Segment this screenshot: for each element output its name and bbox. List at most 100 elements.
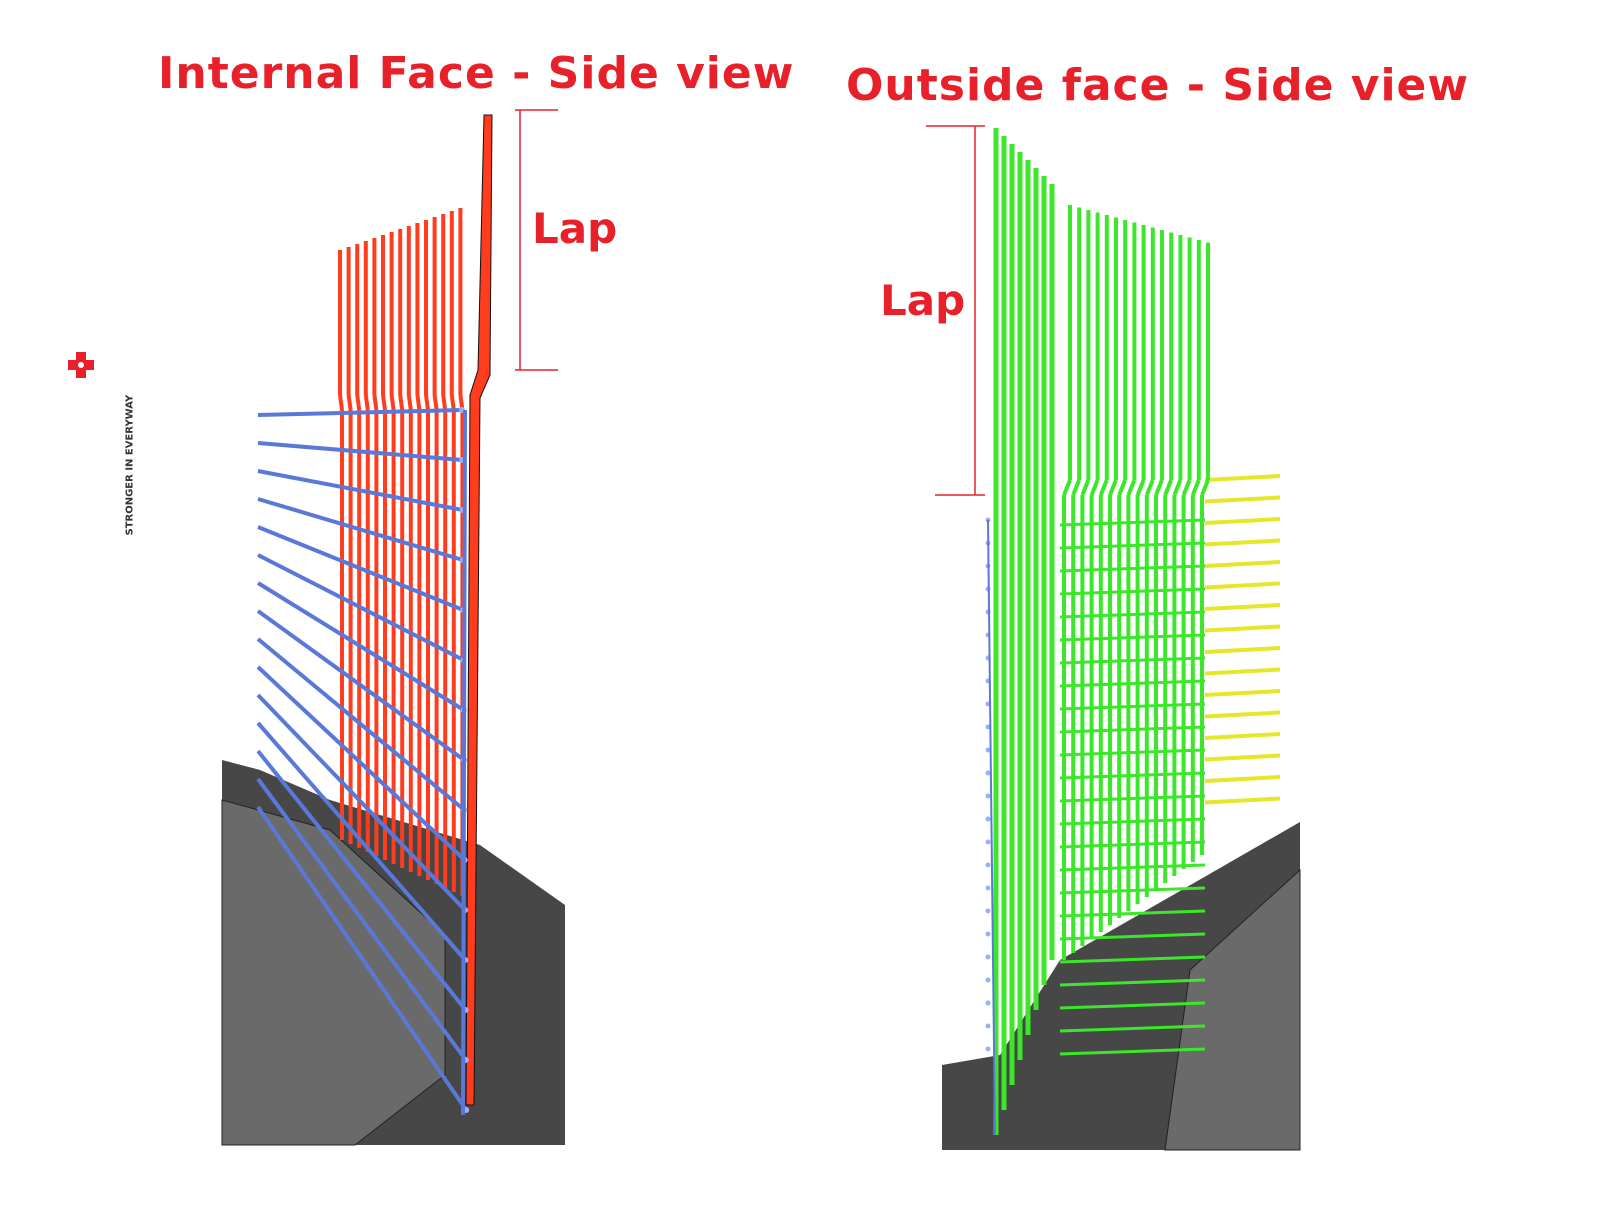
bar-crank: [355, 394, 362, 411]
bar-crank: [1062, 479, 1072, 496]
lap-dimension-left: [515, 109, 558, 371]
bar-crank: [1089, 479, 1100, 496]
bar-crank: [432, 394, 439, 411]
right-lap-label: Lap: [880, 276, 966, 325]
horizontal-bar: [1059, 863, 1206, 872]
horizontal-stub: [1204, 581, 1281, 590]
bar-crank: [389, 394, 396, 411]
horizontal-tie-bar: [257, 408, 463, 417]
bar-crank: [338, 394, 344, 411]
horizontal-bar: [1059, 840, 1206, 849]
left-lap-label: Lap: [532, 204, 618, 253]
tie-bar-end: [985, 1046, 991, 1052]
horizontal-bar: [1059, 702, 1206, 711]
tie-bar-end: [985, 1023, 991, 1029]
horizontal-bar: [1059, 932, 1206, 941]
horizontal-stub: [1204, 560, 1281, 568]
bar-crank: [1154, 479, 1164, 496]
bar-crank: [1181, 479, 1192, 496]
left-panel-title: Internal Face - Side view: [158, 48, 795, 99]
horizontal-tie-bar: [256, 665, 467, 862]
bar-crank: [1172, 479, 1183, 496]
tie-bar-vertical: [461, 409, 467, 1116]
horizontal-bar: [1059, 564, 1206, 573]
bar-crank: [363, 394, 370, 411]
horizontal-bar: [1059, 725, 1206, 734]
tie-bar-end: [985, 770, 991, 776]
bar-crank: [441, 394, 448, 411]
horizontal-tie-bar: [257, 469, 463, 512]
horizontal-tie-bar: [256, 581, 465, 712]
tie-bar-end: [985, 1000, 991, 1006]
horizontal-bar: [1059, 587, 1206, 596]
horizontal-bar: [1059, 679, 1206, 688]
horizontal-tie-bar: [257, 525, 464, 612]
bar-crank: [1108, 479, 1118, 496]
horizontal-stub: [1204, 732, 1281, 740]
horizontal-tie-bar: [256, 637, 466, 812]
bar-crank: [381, 394, 387, 411]
bar-crank: [415, 394, 422, 411]
horizontal-bar: [1059, 610, 1206, 619]
tie-bar-end: [985, 885, 991, 891]
horizontal-stub: [1204, 538, 1281, 547]
horizontal-bar: [1059, 771, 1206, 780]
horizontal-tie-bar: [257, 441, 463, 462]
horizontal-stub: [1204, 624, 1281, 633]
horizontal-tie-bar: [256, 749, 468, 1012]
horizontal-stub: [1204, 753, 1281, 762]
horizontal-tie-bar: [256, 777, 468, 1062]
horizontal-bar: [1059, 909, 1206, 918]
horizontal-stub: [1204, 495, 1281, 504]
horizontal-tie-bar: [256, 805, 468, 1112]
bar-crank: [1200, 479, 1210, 496]
lap-dimension-right: [926, 125, 985, 496]
bar-crank: [406, 394, 413, 411]
bar-crank: [1144, 479, 1155, 496]
horizontal-stub: [1204, 517, 1281, 525]
bar-crank: [1126, 479, 1137, 496]
horizontal-bar: [1059, 656, 1206, 665]
horizontal-bar: [1059, 817, 1206, 826]
bar-crank: [1080, 479, 1091, 496]
tie-bar-end: [985, 793, 991, 799]
horizontal-tie-bar: [257, 553, 465, 662]
outside-face-model: [942, 128, 1301, 1151]
horizontal-bar: [1059, 1024, 1206, 1033]
tie-bar-end: [985, 816, 991, 822]
horizontal-stub: [1204, 796, 1281, 805]
tie-bar-end: [985, 724, 991, 730]
horizontal-stub: [1204, 775, 1281, 783]
bar-crank: [449, 394, 456, 411]
tie-bar-end: [985, 977, 991, 983]
lap-bar: [465, 114, 493, 1106]
tie-bar-end: [985, 747, 991, 753]
horizontal-tie-bar: [257, 497, 464, 562]
horizontal-bar: [1059, 794, 1206, 803]
bar-crank: [346, 394, 353, 411]
horizontal-tie-bar: [256, 693, 467, 912]
horizontal-bar: [1059, 886, 1206, 895]
tie-bar-vertical: [987, 519, 996, 1136]
horizontal-bar: [1059, 748, 1206, 757]
horizontal-stub: [1204, 603, 1281, 611]
tie-bar-end: [985, 908, 991, 914]
horizontal-bar: [1059, 1001, 1206, 1010]
bar-crank: [372, 394, 379, 411]
horizontal-bar: [1059, 955, 1206, 964]
bar-crank: [1071, 479, 1082, 496]
horizontal-bar: [1059, 518, 1206, 527]
horizontal-bar: [1059, 1047, 1206, 1056]
horizontal-stub: [1204, 710, 1281, 719]
internal-face-model: [221, 114, 565, 1146]
bar-crank: [424, 394, 430, 411]
horizontal-bar: [1059, 633, 1206, 642]
horizontal-stub: [1204, 667, 1281, 676]
logo-cross-icon: [68, 352, 94, 378]
bar-crank: [1135, 479, 1146, 496]
horizontal-stub: [1204, 646, 1281, 654]
tie-bar-end: [985, 839, 991, 845]
horizontal-stub: [1204, 689, 1281, 697]
tie-bar-end: [985, 954, 991, 960]
